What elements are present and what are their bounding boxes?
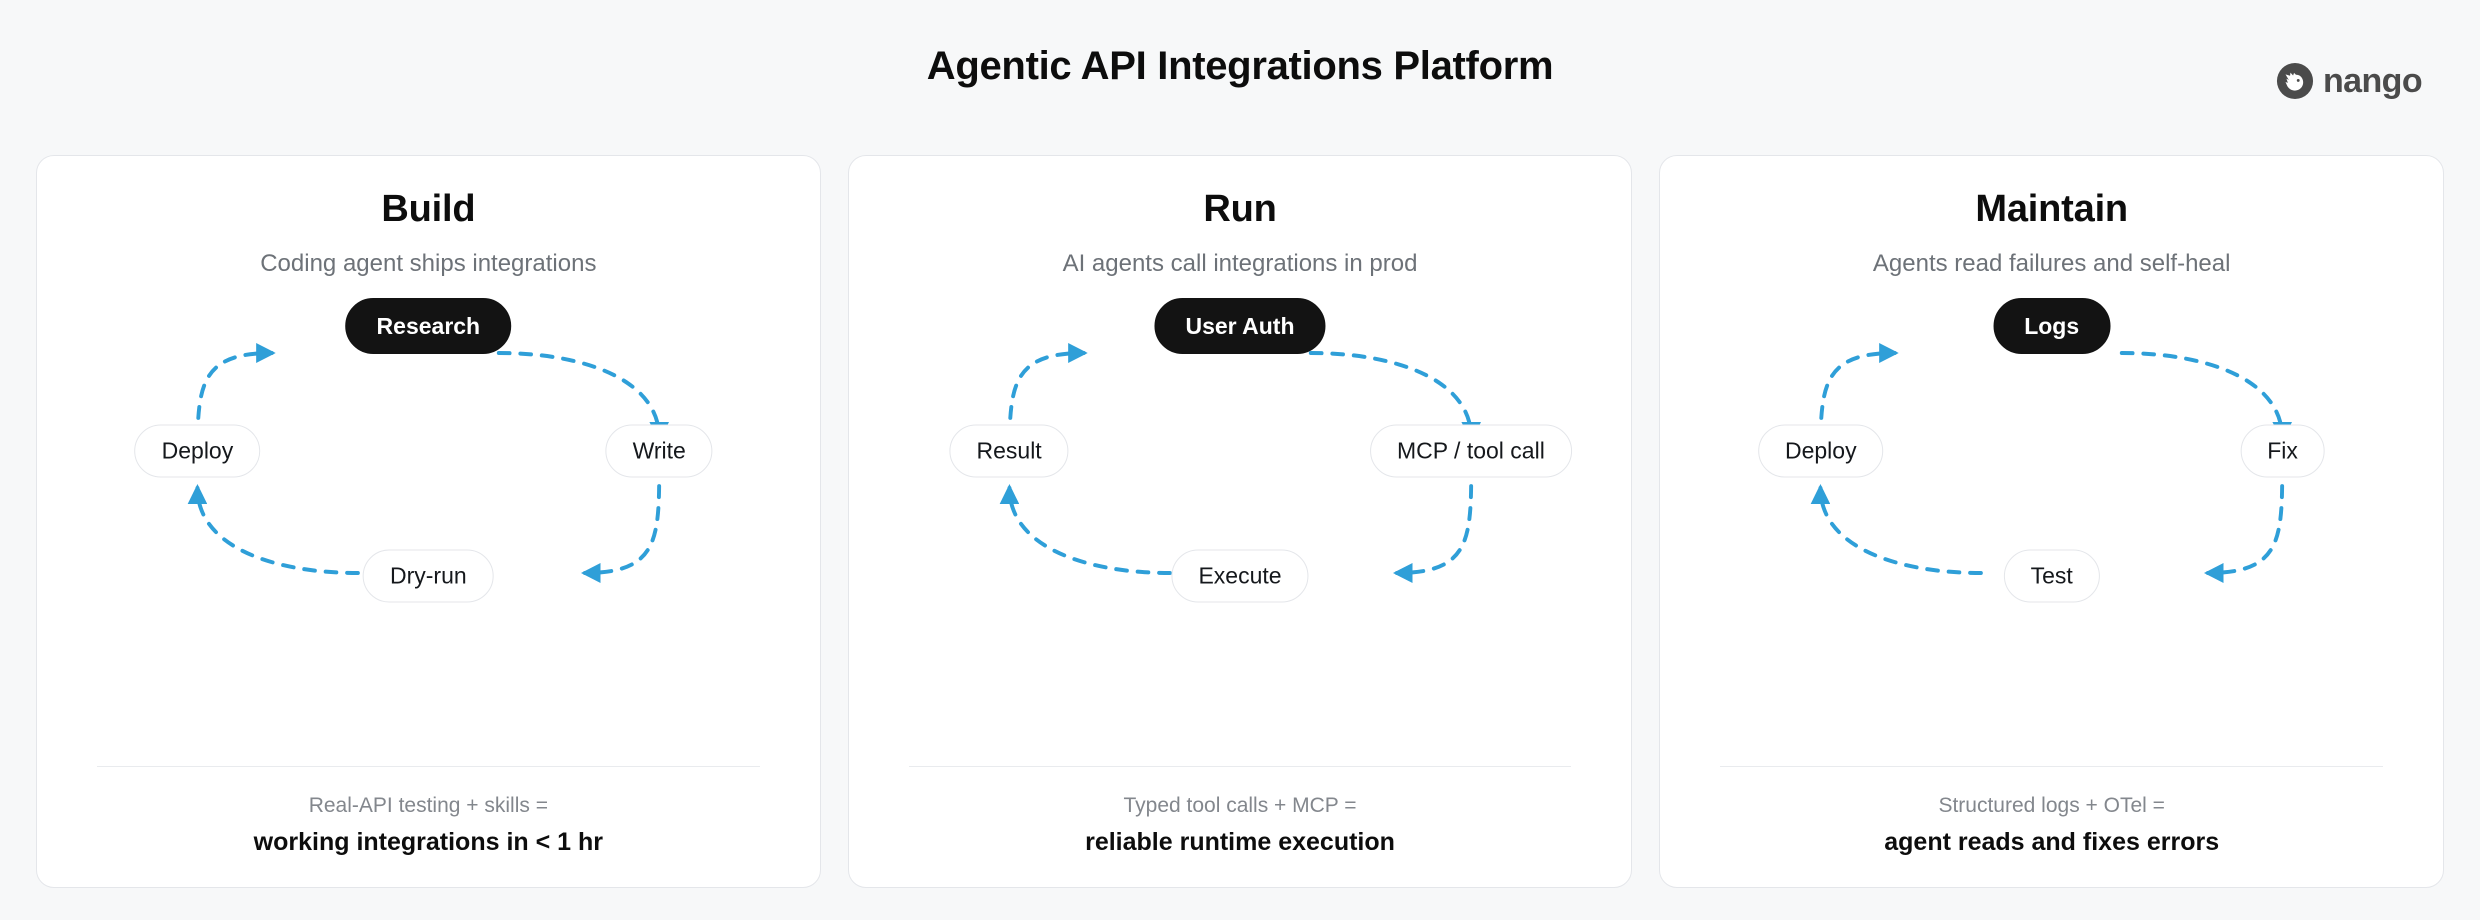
cycle-node-right[interactable]: MCP / tool call — [1369, 424, 1572, 478]
card-build: Build Coding agent ships integrations — [36, 155, 821, 888]
card-title: Build — [381, 188, 476, 230]
nango-wolf-logo-icon — [2276, 62, 2314, 100]
brand-logo: nango — [2276, 62, 2423, 100]
card-title: Run — [1203, 188, 1277, 230]
card-title: Maintain — [1975, 188, 2128, 230]
cycle-node-right[interactable]: Write — [605, 424, 713, 478]
cycle-node-bottom[interactable]: Dry-run — [362, 549, 494, 603]
cycle-diagram: Logs Fix Test Deploy — [1660, 298, 2443, 628]
card-run: Run AI agents call integrations in prod — [847, 155, 1633, 888]
footer-divider — [97, 766, 760, 767]
cycle-node-left[interactable]: Deploy — [1757, 424, 1884, 478]
footer-equation: Typed tool calls + MCP = — [1123, 794, 1357, 817]
card-footer: Structured logs + OTel = agent reads and… — [1660, 766, 2443, 887]
card-footer: Typed tool calls + MCP = reliable runtim… — [849, 766, 1632, 887]
footer-divider — [1720, 766, 2384, 767]
footer-equation: Structured logs + OTel = — [1938, 794, 2165, 817]
card-subtitle: Agents read failures and self-heal — [1872, 250, 2231, 277]
footer-result: reliable runtime execution — [1085, 828, 1395, 856]
brand-name: nango — [2323, 62, 2423, 100]
cycle-node-left[interactable]: Deploy — [134, 424, 261, 478]
cycle-node-top[interactable]: Logs — [1993, 298, 2111, 354]
cycle-node-right[interactable]: Fix — [2240, 424, 2325, 478]
cycle-node-bottom[interactable]: Execute — [1171, 549, 1309, 603]
footer-result: working integrations in < 1 hr — [253, 828, 604, 856]
card-subtitle: Coding agent ships integrations — [260, 250, 597, 277]
footer-result: agent reads and fixes errors — [1884, 828, 2220, 856]
cycle-node-bottom[interactable]: Test — [2003, 549, 2100, 603]
cycle-node-left[interactable]: Result — [949, 424, 1069, 478]
cycle-diagram: Research Write Dry-run Deploy — [37, 298, 820, 628]
cycle-node-top[interactable]: User Auth — [1154, 298, 1326, 354]
card-subtitle: AI agents call integrations in prod — [1062, 250, 1418, 277]
cycle-diagram: User Auth MCP / tool call Execute Result — [849, 298, 1632, 628]
footer-equation: Real-API testing + skills = — [308, 794, 548, 817]
card-maintain: Maintain Agents read failures and self-h… — [1659, 155, 2445, 888]
page-title: Agentic API Integrations Platform — [926, 44, 1554, 88]
cards-row: Build Coding agent ships integrations — [36, 155, 2445, 888]
card-footer: Real-API testing + skills = working inte… — [37, 766, 820, 887]
footer-divider — [908, 766, 1572, 767]
cycle-node-top[interactable]: Research — [345, 298, 512, 354]
